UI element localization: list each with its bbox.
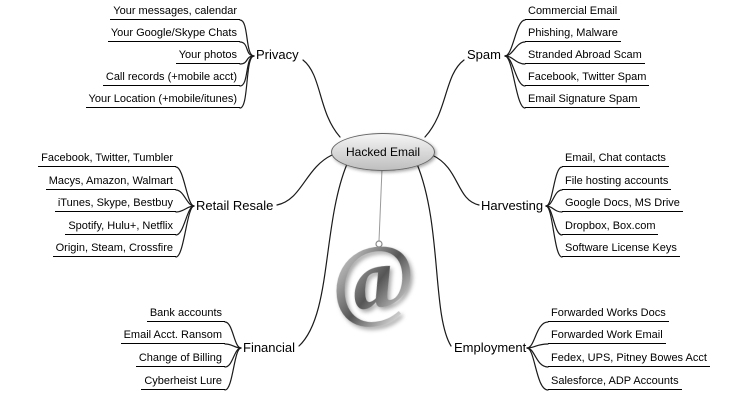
leaf-employment-1: Forwarded Works Docs (548, 306, 669, 322)
leaf-financial-2: Email Acct. Ransom (120, 328, 225, 344)
leaf-harvesting-5: Software License Keys (562, 241, 680, 257)
leaf-employment-2: Forwarded Work Email (548, 328, 666, 344)
branch-financial: Financial (243, 340, 296, 355)
branch-retail-resale: Retail Resale (196, 198, 274, 213)
leaf-spam-5: Email Signature Spam (525, 92, 641, 108)
leaf-harvesting-2: File hosting accounts (562, 174, 672, 190)
branch-line-spam (424, 59, 465, 138)
center-node-hacked-email: Hacked Email (331, 133, 435, 171)
branch-line-harvesting (431, 154, 480, 206)
leaf-spam-3: Stranded Abroad Scam (525, 48, 645, 64)
leaf-privacy-5: Your Location (+mobile/itunes) (85, 92, 240, 108)
leaf-spam-1: Commercial Email (525, 4, 621, 20)
center-node-label: Hacked Email (345, 145, 421, 159)
leaf-retail-4: Spotify, Hulu+, Netflix (65, 219, 176, 235)
leaf-harvesting-3: Google Docs, MS Drive (562, 196, 683, 212)
leaf-retail-2: Macys, Amazon, Walmart (45, 174, 176, 190)
leaf-financial-4: Cyberheist Lure (141, 374, 225, 390)
branch-line-employment (416, 163, 452, 347)
leaf-employment-4: Salesforce, ADP Accounts (548, 374, 682, 390)
leaf-financial-3: Change of Billing (135, 351, 225, 367)
leaf-employment-3: Fedex, UPS, Pitney Bowes Acct (548, 351, 710, 367)
leaf-retail-1: Facebook, Twitter, Tumbler (38, 151, 176, 167)
leaf-harvesting-4: Dropbox, Box.com (562, 219, 659, 235)
leaf-privacy-3: Your photos (175, 48, 240, 64)
leaf-retail-5: Origin, Steam, Crossfire (52, 241, 176, 257)
branch-privacy: Privacy (256, 47, 299, 62)
leaf-financial-1: Bank accounts (146, 306, 225, 322)
branch-harvesting: Harvesting (481, 198, 544, 213)
leaf-spam-4: Facebook, Twitter Spam (525, 70, 650, 86)
leaf-retail-3: iTunes, Skype, Bestbuy (54, 196, 176, 212)
leaf-harvesting-1: Email, Chat contacts (562, 151, 669, 167)
branch-employment: Employment (454, 340, 527, 355)
branch-spam: Spam (467, 47, 501, 62)
leaf-spam-2: Phishing, Malware (525, 26, 621, 42)
at-symbol-graphic: @ (324, 222, 422, 334)
branch-line-privacy (302, 59, 341, 138)
leaf-privacy-1: Your messages, calendar (110, 4, 240, 20)
branch-line-retail (276, 154, 333, 206)
leaf-privacy-4: Call records (+mobile acct) (102, 70, 240, 86)
leaf-privacy-2: Your Google/Skype Chats (107, 26, 240, 42)
